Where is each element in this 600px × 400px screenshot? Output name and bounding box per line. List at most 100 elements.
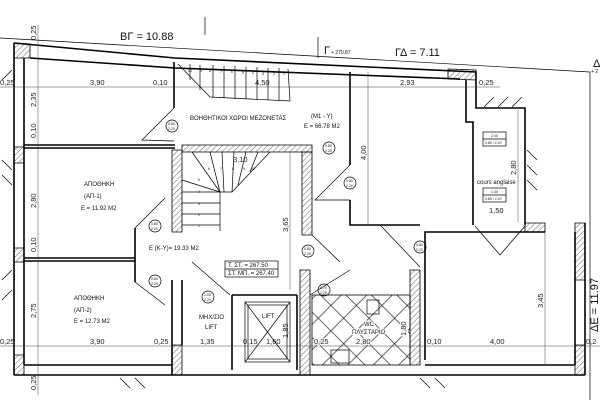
- svg-text:2: 2: [273, 72, 275, 76]
- svg-text:6: 6: [231, 70, 233, 74]
- svg-text:1,50: 1,50: [489, 206, 504, 215]
- mech-room-label: ΜΗΧ/ΣΙΟ: [199, 315, 224, 321]
- svg-text:2,80: 2,80: [29, 193, 38, 208]
- svg-text:1,35: 1,35: [200, 337, 215, 346]
- gd-length: ΓΔ = 7.11: [395, 47, 440, 59]
- svg-text:0,25: 0,25: [0, 78, 15, 87]
- svg-text:0.80 / 2.20: 0.80 / 2.20: [485, 141, 502, 145]
- svg-text:0.80: 0.80: [168, 122, 175, 126]
- svg-text:1,85: 1,85: [281, 323, 290, 338]
- storage2-name: ΑΠΟΘΗΚΗ: [74, 296, 104, 302]
- svg-text:3,10: 3,10: [233, 155, 248, 164]
- svg-text:0.80 / 2.20: 0.80 / 2.20: [485, 197, 502, 201]
- door-tag: 0.80 2.20: [413, 240, 427, 254]
- property-line: [0, 17, 591, 400]
- svg-text:ΣT. ΜΠ. = 267.40: ΣT. ΜΠ. = 267.40: [228, 271, 275, 277]
- svg-text:0.70: 0.70: [320, 286, 327, 290]
- svg-text:0,2: 0,2: [586, 337, 596, 346]
- svg-text:2.40: 2.40: [491, 134, 498, 138]
- svg-text:6: 6: [208, 167, 210, 171]
- svg-text:0,25: 0,25: [29, 375, 38, 390]
- bg-length: ΒΓ = 10.88: [120, 31, 173, 43]
- m1-area: E = 66.78 M2: [304, 124, 341, 130]
- window-tag: 2.40 0.80 / 2.20: [482, 131, 507, 147]
- m1-name: (M1 - Y): [311, 114, 333, 120]
- svg-text:2.20: 2.20: [304, 252, 311, 256]
- svg-text:0.80: 0.80: [304, 247, 311, 251]
- svg-text:0,10: 0,10: [29, 237, 38, 252]
- storage1-area: E = 11.92 M2: [81, 206, 117, 212]
- lower-staircase: 1 2 3 4 5 6 7 8 9 10: [181, 151, 271, 231]
- svg-text:3: 3: [262, 72, 264, 76]
- svg-text:1: 1: [198, 224, 200, 228]
- svg-text:0.80: 0.80: [346, 179, 353, 183]
- wc-sublabel: ΠΛΥΣΤΑΡΙΟ: [352, 330, 385, 336]
- door-tag: 0.80 2.20: [343, 176, 357, 190]
- aux-spaces-label: ΒΟΗΘΗΤΙΚΟΙ ΧΩΡΟΙ ΜΕΖΟΝΕΤΑΣ: [190, 116, 287, 122]
- svg-text:0.80: 0.80: [325, 144, 332, 148]
- svg-text:3: 3: [198, 202, 200, 206]
- window-tag: 1.40 0.80 / 2.20: [482, 187, 507, 203]
- svg-text:T. ΣT. = 267.50: T. ΣT. = 267.50: [228, 263, 269, 269]
- svg-text:7: 7: [220, 70, 222, 74]
- door-tag: 0.80 2.20: [148, 219, 162, 233]
- svg-text:2,80: 2,80: [356, 337, 371, 346]
- svg-text:5: 5: [198, 178, 200, 182]
- svg-text:4: 4: [198, 190, 200, 194]
- svg-text:1,60: 1,60: [266, 337, 281, 346]
- svg-text:2.20: 2.20: [151, 227, 158, 231]
- svg-text:2.20: 2.20: [325, 149, 332, 153]
- svg-text:2.20: 2.20: [320, 291, 327, 295]
- door-tag: 0.80 2.20: [148, 274, 162, 288]
- delta-elevation: + 2: [591, 69, 598, 75]
- svg-text:3,90: 3,90: [90, 337, 105, 346]
- svg-text:0,25: 0,25: [0, 337, 15, 346]
- svg-text:2,35: 2,35: [29, 92, 38, 107]
- door-swings: [134, 107, 526, 306]
- svg-text:8: 8: [209, 69, 211, 73]
- svg-text:2,93: 2,93: [400, 78, 415, 87]
- svg-text:2.20: 2.20: [204, 298, 211, 302]
- door-tag: 0.80 2.20: [301, 244, 315, 258]
- svg-text:5: 5: [242, 71, 244, 75]
- wc-tiles: [311, 294, 411, 366]
- svg-text:2.20: 2.20: [416, 248, 423, 252]
- dims-left: 0,25 2,35 0,10 2,80 0,10 2,75 0,25: [29, 25, 38, 390]
- lift-shaft: [244, 301, 291, 363]
- gamma-elevation: + 270.87: [331, 50, 351, 56]
- svg-text:10: 10: [251, 167, 255, 171]
- svg-text:0,10: 0,10: [427, 337, 442, 346]
- storage1-code: (ΑΠ-1): [84, 194, 102, 200]
- svg-text:2.20: 2.20: [151, 282, 158, 286]
- storage2-code: (ΑΠ-2): [74, 308, 92, 314]
- svg-text:9: 9: [243, 167, 245, 171]
- svg-text:4: 4: [252, 71, 254, 75]
- level-box: T. ΣT. = 267.50 ΣT. ΜΠ. = 267.40: [224, 260, 279, 278]
- door-tag-lift: 1.00 2.20: [201, 290, 215, 304]
- door-tag: 0.80 2.20: [322, 141, 336, 155]
- ground-hatches: [1, 69, 538, 389]
- lift-label: LIFT: [262, 314, 275, 320]
- svg-text:2,75: 2,75: [29, 303, 38, 318]
- svg-text:9: 9: [200, 69, 202, 73]
- svg-text:0,25: 0,25: [479, 78, 494, 87]
- svg-text:1: 1: [283, 72, 285, 76]
- upper-staircase: 10 9 8 7 6 5 4 3 2 1: [177, 63, 291, 102]
- svg-text:2,80: 2,80: [509, 160, 518, 175]
- svg-text:1.00: 1.00: [204, 293, 211, 297]
- svg-text:0.80: 0.80: [151, 222, 158, 226]
- de-length: ΔΕ = 11.97: [589, 278, 600, 332]
- storage2-area: E = 12.73 M2: [74, 319, 111, 325]
- delta-point: Δ: [593, 58, 600, 70]
- walls: [13, 42, 586, 376]
- wc-label: WC: [364, 322, 375, 328]
- ky-area: E (K-Y)= 19.33 M2: [149, 246, 200, 252]
- svg-text:8: 8: [232, 167, 234, 171]
- svg-text:3,90: 3,90: [90, 78, 105, 87]
- svg-text:0.80: 0.80: [151, 277, 158, 281]
- svg-text:1.40: 1.40: [491, 190, 498, 194]
- dims-inner: 3,10 3,65 4,00 2,80 1,50 1,85 1,80 3,45: [233, 145, 545, 338]
- svg-text:2: 2: [198, 213, 200, 217]
- svg-text:0,15: 0,15: [243, 337, 258, 346]
